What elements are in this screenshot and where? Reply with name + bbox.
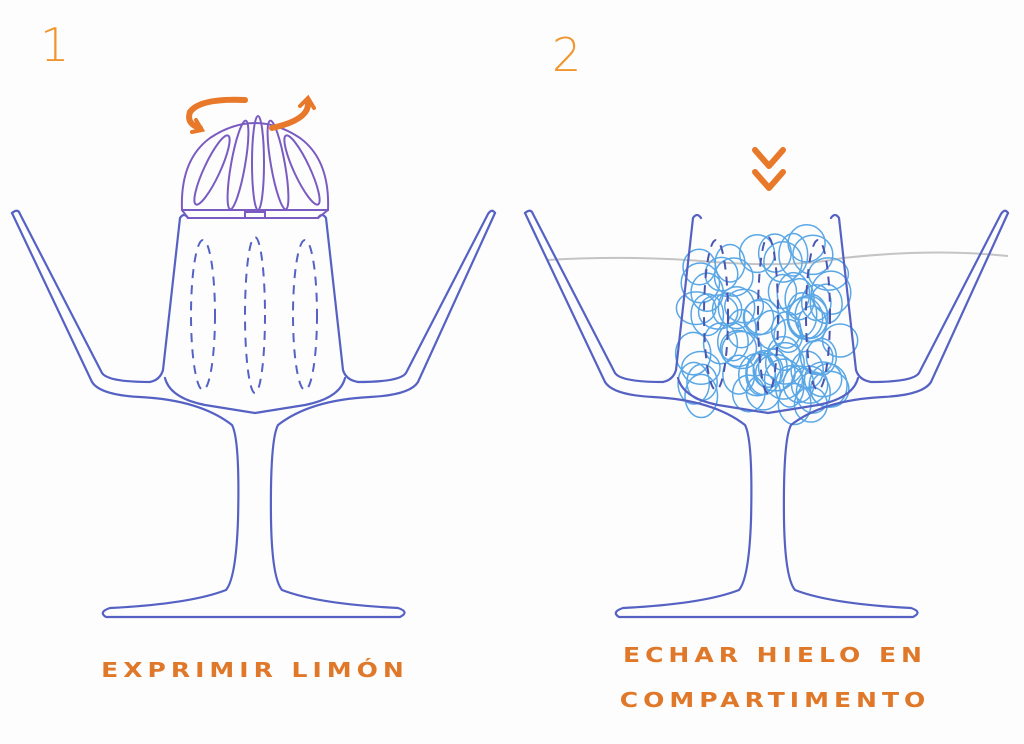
ice-cube xyxy=(742,299,775,336)
ice-cube xyxy=(821,323,859,358)
ice-cube xyxy=(754,353,796,392)
ice-cube xyxy=(680,350,721,386)
step-2-caption-line-1: ECHAR HIELO EN xyxy=(623,643,927,667)
ice-cube xyxy=(711,292,743,327)
ice-cube xyxy=(776,271,811,316)
ice-cubes xyxy=(674,224,859,426)
ice-cube xyxy=(799,339,834,376)
ice-cube xyxy=(719,329,758,368)
ice-cube xyxy=(697,294,739,330)
step-2-caption-line-2: COMPARTIMENTO xyxy=(619,688,931,712)
ice-cube xyxy=(722,354,756,395)
ice-cube xyxy=(810,270,852,316)
ice-cube xyxy=(752,352,784,389)
ice-cube xyxy=(764,341,805,385)
glass-step-1 xyxy=(10,94,497,619)
rotate-arrows-icon xyxy=(186,94,316,134)
ice-cube xyxy=(763,241,803,283)
juice-drips xyxy=(190,236,318,394)
ice-cube xyxy=(717,322,749,362)
ice-cube xyxy=(777,382,812,426)
ice-cube xyxy=(675,291,717,326)
step-1-number: 1 xyxy=(40,18,70,72)
ice-cube xyxy=(684,373,719,419)
ice-cube xyxy=(743,298,780,336)
ice-cube xyxy=(717,286,756,330)
ice-cube xyxy=(794,293,829,339)
step-1-caption: EXPRIMIR LIMÓN xyxy=(101,658,409,682)
ice-cube xyxy=(805,337,838,376)
ice-cube xyxy=(713,257,754,297)
ice-cube xyxy=(731,374,766,413)
ice-cube xyxy=(738,233,776,274)
lemon-juicer xyxy=(180,115,330,219)
ice-cube xyxy=(682,248,717,286)
water-line xyxy=(547,251,1009,266)
ice-cube xyxy=(746,349,782,396)
glass-step-2 xyxy=(523,147,1010,619)
step-2-number: 2 xyxy=(552,28,582,82)
down-chevrons-icon xyxy=(752,147,786,191)
ice-cube xyxy=(680,262,721,304)
ice-cube xyxy=(778,232,809,277)
ice-cube xyxy=(702,322,739,365)
ice-cube xyxy=(787,224,826,263)
ice-cube xyxy=(770,310,802,349)
ice-cube xyxy=(721,330,763,370)
ice-cube xyxy=(786,291,818,338)
ice-cube xyxy=(784,277,815,321)
